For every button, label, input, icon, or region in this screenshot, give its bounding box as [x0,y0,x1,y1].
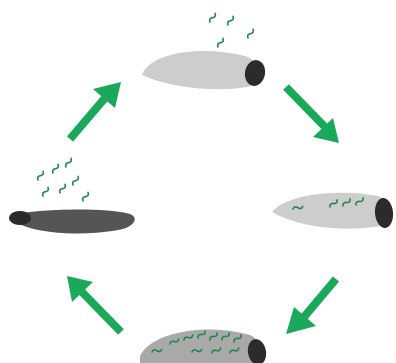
stage-top [142,13,267,90]
arrow-shaft [70,98,105,139]
worm-body-left [14,210,135,234]
stage-left [9,158,135,234]
arrow-shaft [81,291,121,332]
arrow-bottom-to-left [67,276,121,332]
stage-bottom [140,329,268,363]
squiggles-top [209,13,255,48]
arrow-right-to-bottom [286,279,336,334]
arrow-shaft [286,87,325,127]
arrow-left-to-top [70,82,121,139]
stage-right [272,193,394,229]
arrow-shaft [304,279,336,317]
arrow-top-to-right [286,87,339,143]
squiggles-left [37,158,90,202]
worm-body-top [142,51,259,89]
worm-head-left [9,211,31,225]
worm-body-right [272,193,389,229]
